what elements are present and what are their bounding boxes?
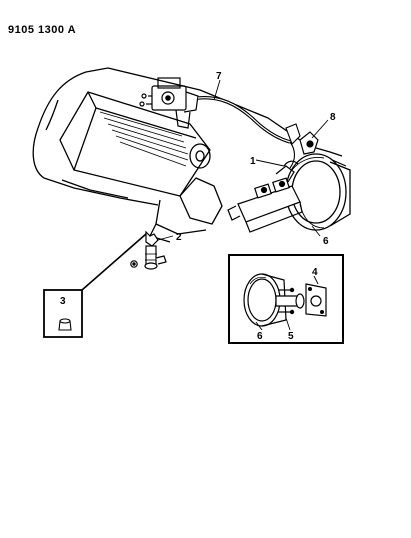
callout-7: 7	[216, 71, 222, 82]
cap-part	[58, 318, 72, 331]
callout-4: 4	[312, 267, 318, 278]
engine-assembly	[32, 67, 301, 243]
hose-to-booster	[289, 141, 296, 169]
callout-5: 5	[288, 331, 294, 342]
item-3-detail-box	[43, 289, 83, 338]
vacuum-fitting	[130, 230, 167, 270]
master-cylinder	[227, 160, 303, 233]
callout-6-inset: 6	[257, 331, 263, 342]
check-valve	[299, 131, 347, 167]
callout-6-main: 6	[323, 236, 329, 247]
booster-inset-box	[228, 254, 344, 344]
callout-leaders	[157, 79, 329, 241]
callout-3: 3	[60, 296, 66, 307]
callout-2: 2	[176, 232, 182, 243]
vacuum-hose	[197, 96, 301, 145]
throttle-body	[139, 77, 199, 129]
callout-8: 8	[330, 112, 336, 123]
diagram-code: 9105 1300 A	[8, 24, 76, 36]
box-leader-line	[81, 233, 147, 291]
callout-1: 1	[250, 156, 256, 167]
